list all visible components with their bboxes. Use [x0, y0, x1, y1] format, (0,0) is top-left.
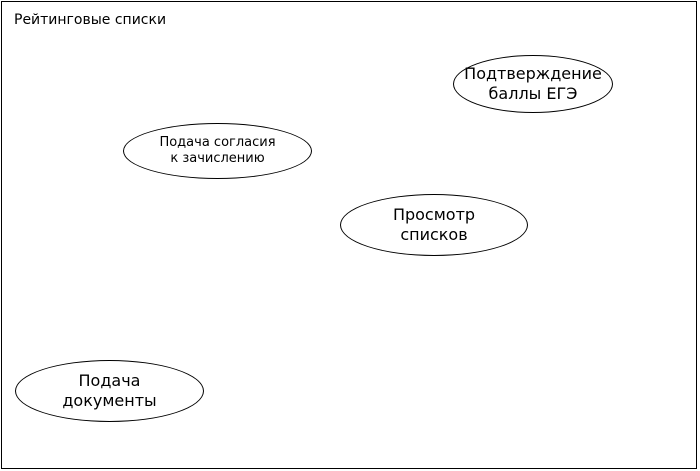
node-view-lists[interactable]: Просмотр списков: [340, 194, 528, 256]
node-view-lists-line1: Просмотр: [392, 205, 476, 225]
node-confirm-scores-line2: баллы ЕГЭ: [488, 84, 578, 103]
node-submit-consent-line1: Подача согласия: [159, 135, 276, 151]
node-confirm-scores-label: Подтверждение баллы ЕГЭ: [464, 64, 602, 103]
node-submit-documents-line1: Подача: [78, 371, 141, 391]
node-view-lists-label: Просмотр списков: [393, 205, 475, 244]
node-submit-consent-label: Подача согласия к зачислению: [159, 135, 275, 167]
node-confirm-scores[interactable]: Подтверждение баллы ЕГЭ: [453, 55, 613, 113]
node-submit-documents-label: Подача документы: [62, 371, 156, 410]
node-submit-consent[interactable]: Подача согласия к зачислению: [123, 123, 312, 179]
node-view-lists-line2: списков: [400, 225, 468, 244]
node-confirm-scores-line1: Подтверждение: [464, 64, 602, 84]
frame-title: Рейтинговые списки: [14, 12, 167, 28]
node-submit-documents-line2: документы: [62, 391, 157, 410]
node-submit-consent-line2: к зачислению: [170, 151, 265, 166]
node-submit-documents[interactable]: Подача документы: [15, 360, 204, 422]
